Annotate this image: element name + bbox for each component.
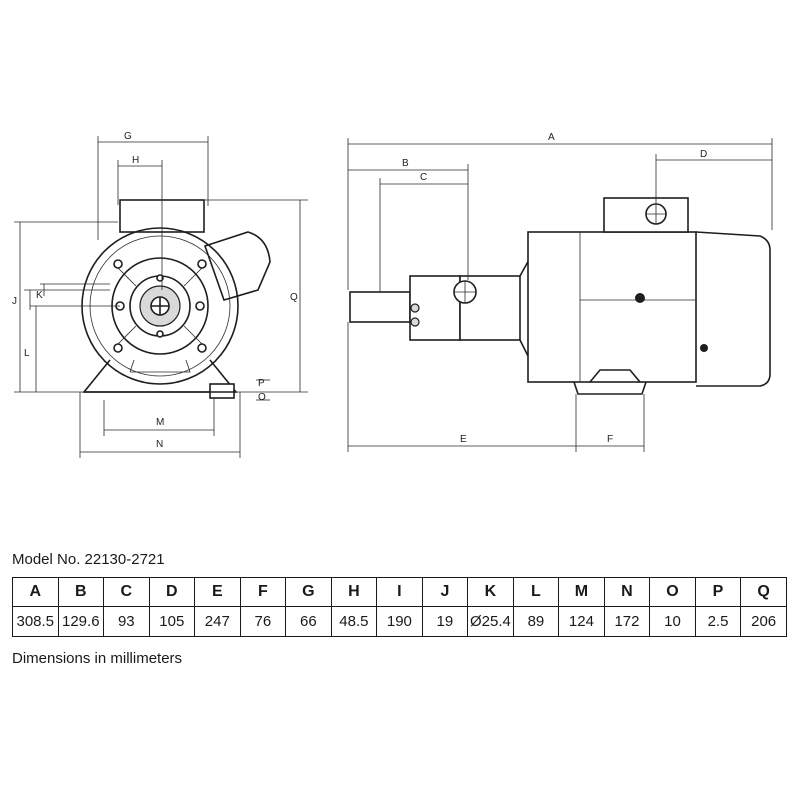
dimension-value-n: 172 (603, 606, 651, 637)
side-view: A B C D E F (347, 132, 773, 452)
dimension-value-c: 93 (103, 606, 150, 637)
units-footnote: Dimensions in millimeters (12, 650, 183, 667)
dim-label-p: P (258, 378, 265, 389)
dimension-value-l: 89 (512, 606, 560, 637)
dim-label-b: B (402, 158, 409, 169)
dimension-header-f: F (239, 577, 287, 607)
dimension-header-b: B (57, 577, 105, 607)
dim-label-g: G (124, 131, 132, 142)
dimension-value-i: 190 (376, 606, 423, 637)
dimension-value-j: 19 (421, 606, 469, 637)
dimension-value-h: 48.5 (330, 606, 378, 637)
dim-label-o: O (258, 392, 266, 403)
dimension-header-m: M (558, 577, 605, 607)
dimension-header-g: G (285, 577, 332, 607)
dimension-header-i: I (376, 577, 423, 607)
model-number-title: Model No. 22130-2721 (12, 551, 165, 568)
dim-label-e: E (460, 434, 467, 445)
dimension-header-h: H (330, 577, 378, 607)
dimension-value-q: 206 (740, 606, 787, 637)
dimension-header-e: E (194, 577, 241, 607)
front-conduit-box (203, 231, 271, 301)
dimension-value-e: 247 (194, 606, 241, 637)
dim-label-f: F (607, 434, 613, 445)
dimension-value-f: 76 (239, 606, 287, 637)
dimension-header-p: P (694, 577, 742, 607)
dimension-value-o: 10 (649, 606, 696, 637)
dim-label-n: N (156, 439, 163, 450)
dimension-value-b: 129.6 (57, 606, 105, 637)
dim-label-j: J (12, 296, 17, 307)
side-terminal-box (603, 197, 689, 233)
dimension-header-c: C (103, 577, 150, 607)
front-view: G H Q P O J K L M (12, 131, 308, 458)
dimension-header-d: D (148, 577, 196, 607)
dimension-header-j: J (421, 577, 469, 607)
dimension-header-a: A (12, 577, 59, 607)
front-foot-bolt (209, 383, 235, 399)
side-motor-body (527, 231, 697, 383)
dimension-header-o: O (649, 577, 696, 607)
dimension-header-q: Q (740, 577, 787, 607)
dimension-header-k: K (467, 577, 514, 607)
dim-label-c: C (420, 172, 427, 183)
dimension-value-p: 2.5 (694, 606, 742, 637)
dim-label-q: Q (290, 292, 298, 303)
dim-label-a: A (548, 132, 555, 143)
dimension-value-a: 308.5 (12, 606, 59, 637)
dim-label-d: D (700, 149, 707, 160)
motor-dimension-drawing: G H Q P O J K L M (12, 131, 773, 458)
dim-label-m: M (156, 417, 164, 428)
dimension-header-n: N (603, 577, 651, 607)
dimension-value-m: 124 (558, 606, 605, 637)
dimension-value-d: 105 (148, 606, 196, 637)
dimension-value-k: Ø25.4 (467, 606, 514, 637)
dimension-header-l: L (512, 577, 560, 607)
dim-label-k: K (36, 290, 43, 301)
dim-label-l: L (24, 348, 30, 359)
side-shaft (349, 291, 411, 323)
dimension-value-g: 66 (285, 606, 332, 637)
dim-label-h: H (132, 155, 139, 166)
side-end-cap (695, 231, 771, 387)
